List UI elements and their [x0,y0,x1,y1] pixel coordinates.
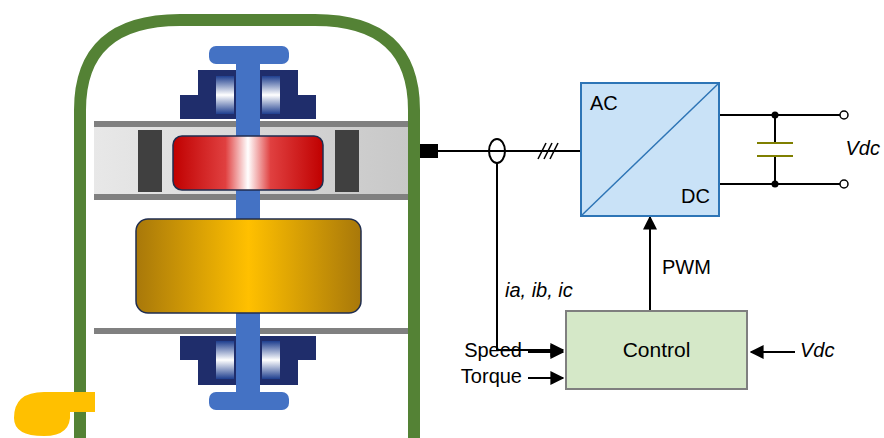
terminal [420,144,438,158]
node-text: Control [623,338,691,361]
junction-dot [772,181,779,188]
junction-dot [772,112,779,119]
rotor [173,136,323,190]
signal-name: Vdc [846,137,880,160]
phase-wire [438,150,580,152]
sense-line [497,163,563,350]
capacitor [757,143,793,156]
converter-box: AC DC [580,82,720,217]
bearing [180,334,316,392]
dc-terminal [840,111,848,119]
vdc-arrow [751,351,795,353]
dc-bus [720,115,840,184]
edge-label: PWM [660,256,713,279]
gearbox [136,219,361,313]
shaft-cap [209,392,289,410]
signal-name: Vdc [800,339,834,362]
dc-terminal [840,180,848,188]
blower-outlet [14,392,95,436]
node-text: DC [681,185,710,207]
bearing [180,64,316,122]
input-name: Torque [461,365,522,388]
node-text: AC [590,92,618,114]
current-sensor [489,139,505,163]
torque-arrow [528,377,563,379]
speed-arrow [528,351,563,353]
three-phase-mark [538,143,558,159]
control-box: Control [565,310,748,390]
motor-housing [80,20,414,438]
connector-arrow [649,217,651,310]
shaft-cap [209,46,289,64]
input-name: Speed [464,339,522,362]
signal-name: ia, ib, ic [505,279,573,302]
stator [94,124,408,331]
